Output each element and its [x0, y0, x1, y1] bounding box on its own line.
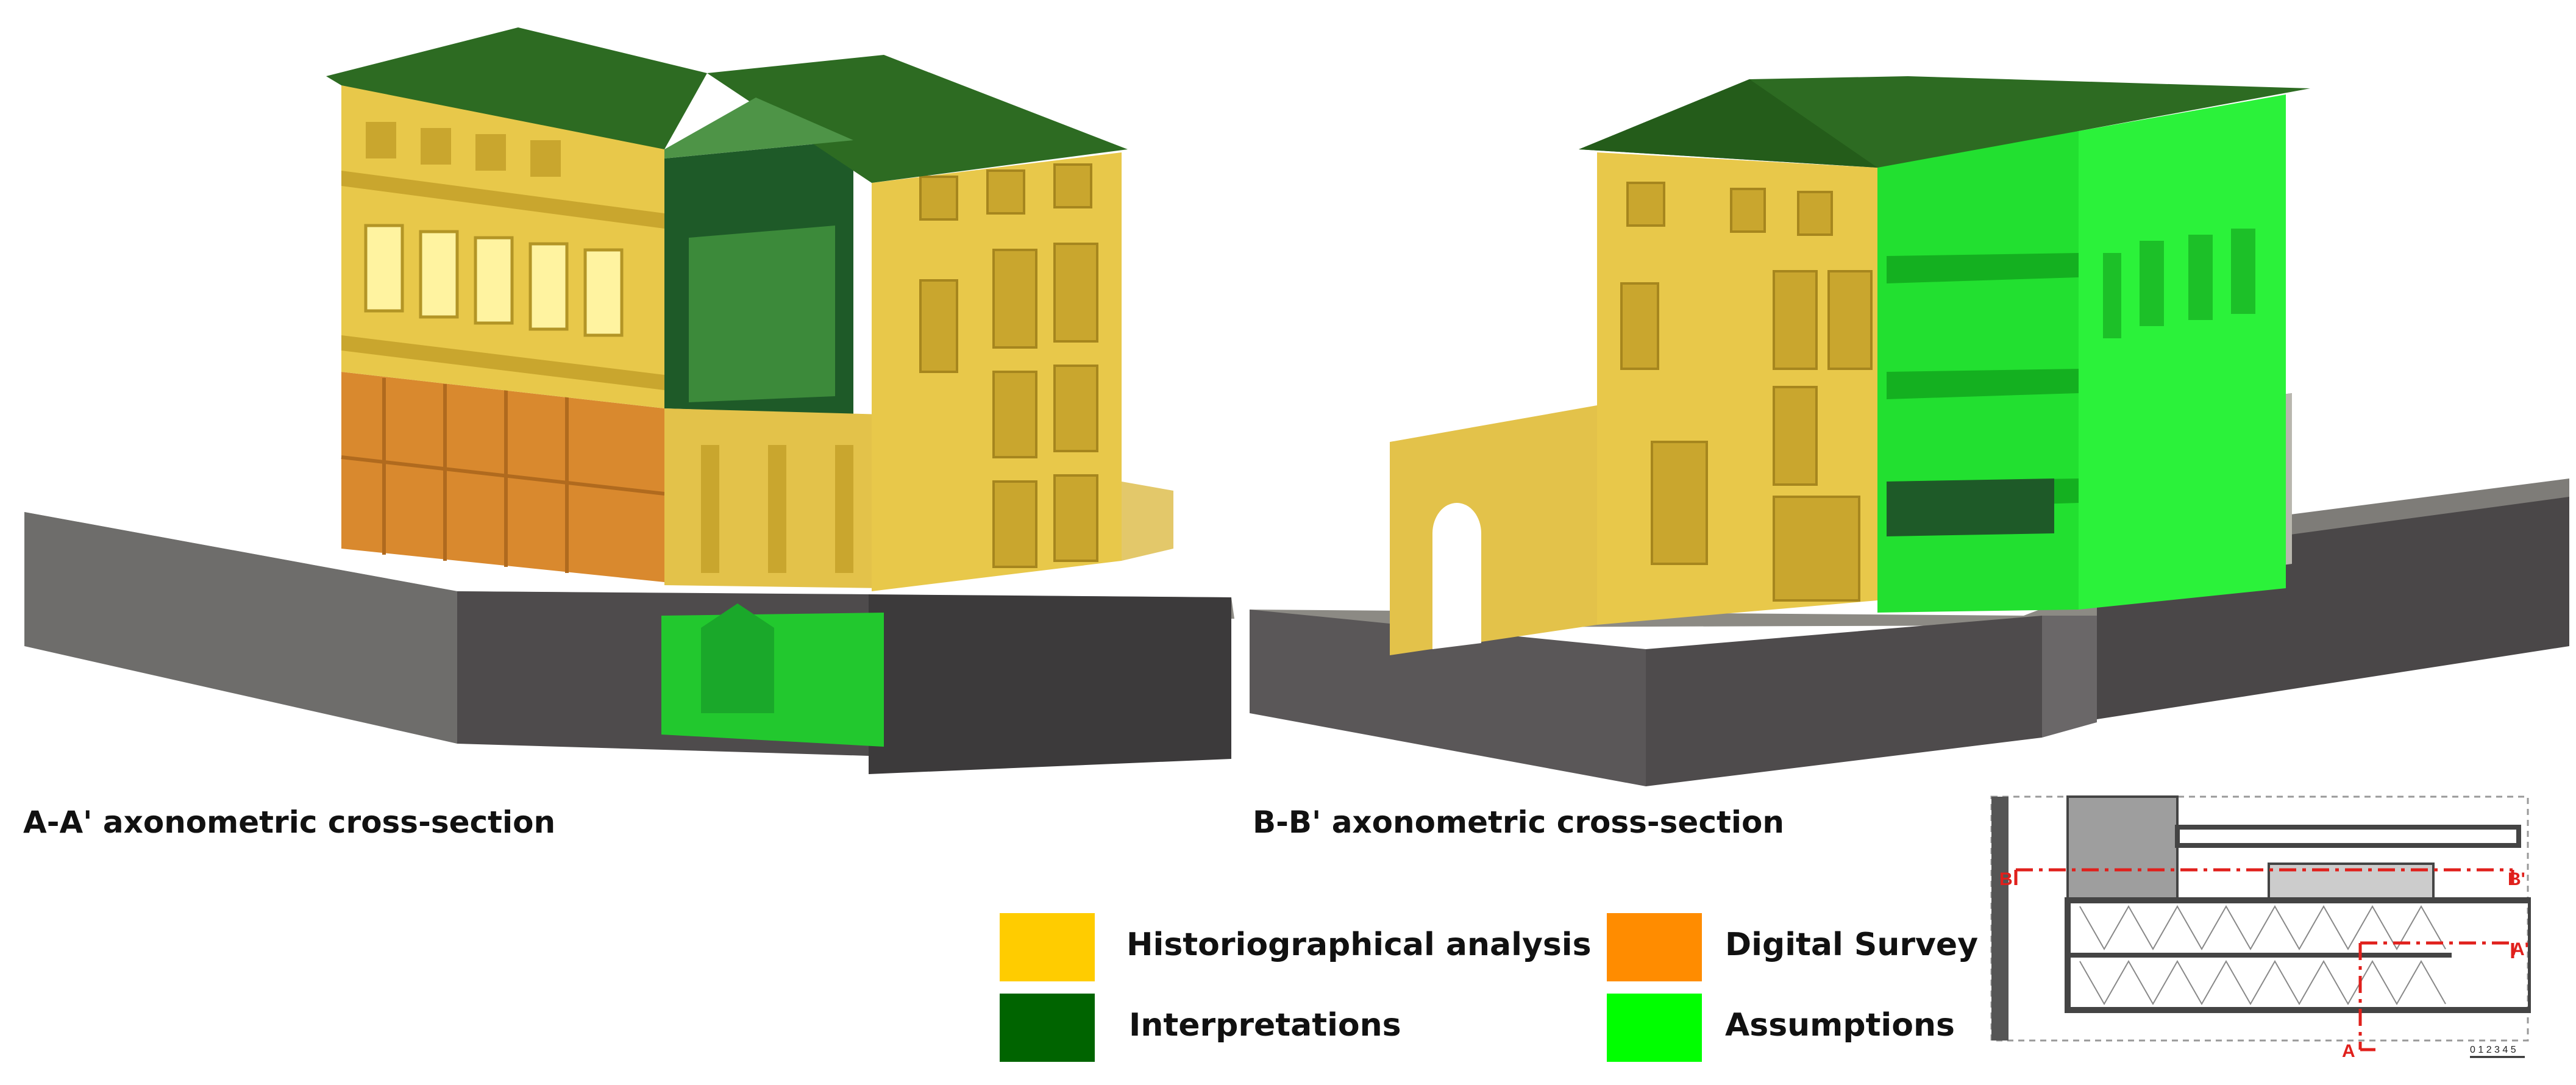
roof-left — [326, 27, 707, 149]
axonometric-model-a — [24, 27, 1234, 774]
base-b-side — [2042, 616, 2097, 738]
roof-right — [707, 55, 1128, 183]
caption-b: B-B' axonometric cross-section — [1253, 805, 1784, 840]
caption-a: A-A' axonometric cross-section — [23, 805, 556, 840]
legend-label-interpretations: Interpretations — [1129, 1007, 1401, 1044]
roof-b-left — [1579, 79, 1877, 168]
legend-swatch-assumptions — [1607, 994, 1702, 1062]
facade-assumption — [2079, 94, 2286, 610]
base-b-front — [1250, 610, 1646, 786]
wall-arch — [1432, 503, 1481, 649]
dark-floor — [1887, 478, 2054, 536]
front-wall — [1390, 405, 1597, 655]
legend-swatch-historiographical — [1000, 913, 1095, 981]
legend-swatch-interpretations — [1000, 994, 1095, 1062]
plan-label-a-prime: A' — [2511, 939, 2529, 959]
legend-label-historiographical: Historiographical analysis — [1126, 927, 1592, 963]
base-b-front2 — [1646, 616, 2042, 786]
legend-swatch-digital-survey — [1607, 913, 1702, 981]
plan-label-a: A — [2342, 1041, 2355, 1061]
legend-label-assumptions: Assumptions — [1725, 1007, 1955, 1044]
loggia-upper — [689, 226, 835, 402]
basement-vault — [701, 603, 774, 713]
plan-label-b-prime: B' — [2508, 869, 2525, 889]
plan-label-b: B — [1999, 869, 2013, 889]
axonometric-model-b — [1250, 76, 2569, 786]
section-plan-inset: B B' A' A 0 1 2 3 4 5 — [1990, 795, 2531, 1061]
plan-scale: 0 1 2 3 4 5 — [2470, 1045, 2516, 1055]
roof-section — [664, 98, 853, 158]
legend-label-digital-survey: Digital Survey — [1725, 927, 1979, 963]
base-left-face — [24, 512, 457, 744]
base-side-face — [869, 594, 1231, 774]
